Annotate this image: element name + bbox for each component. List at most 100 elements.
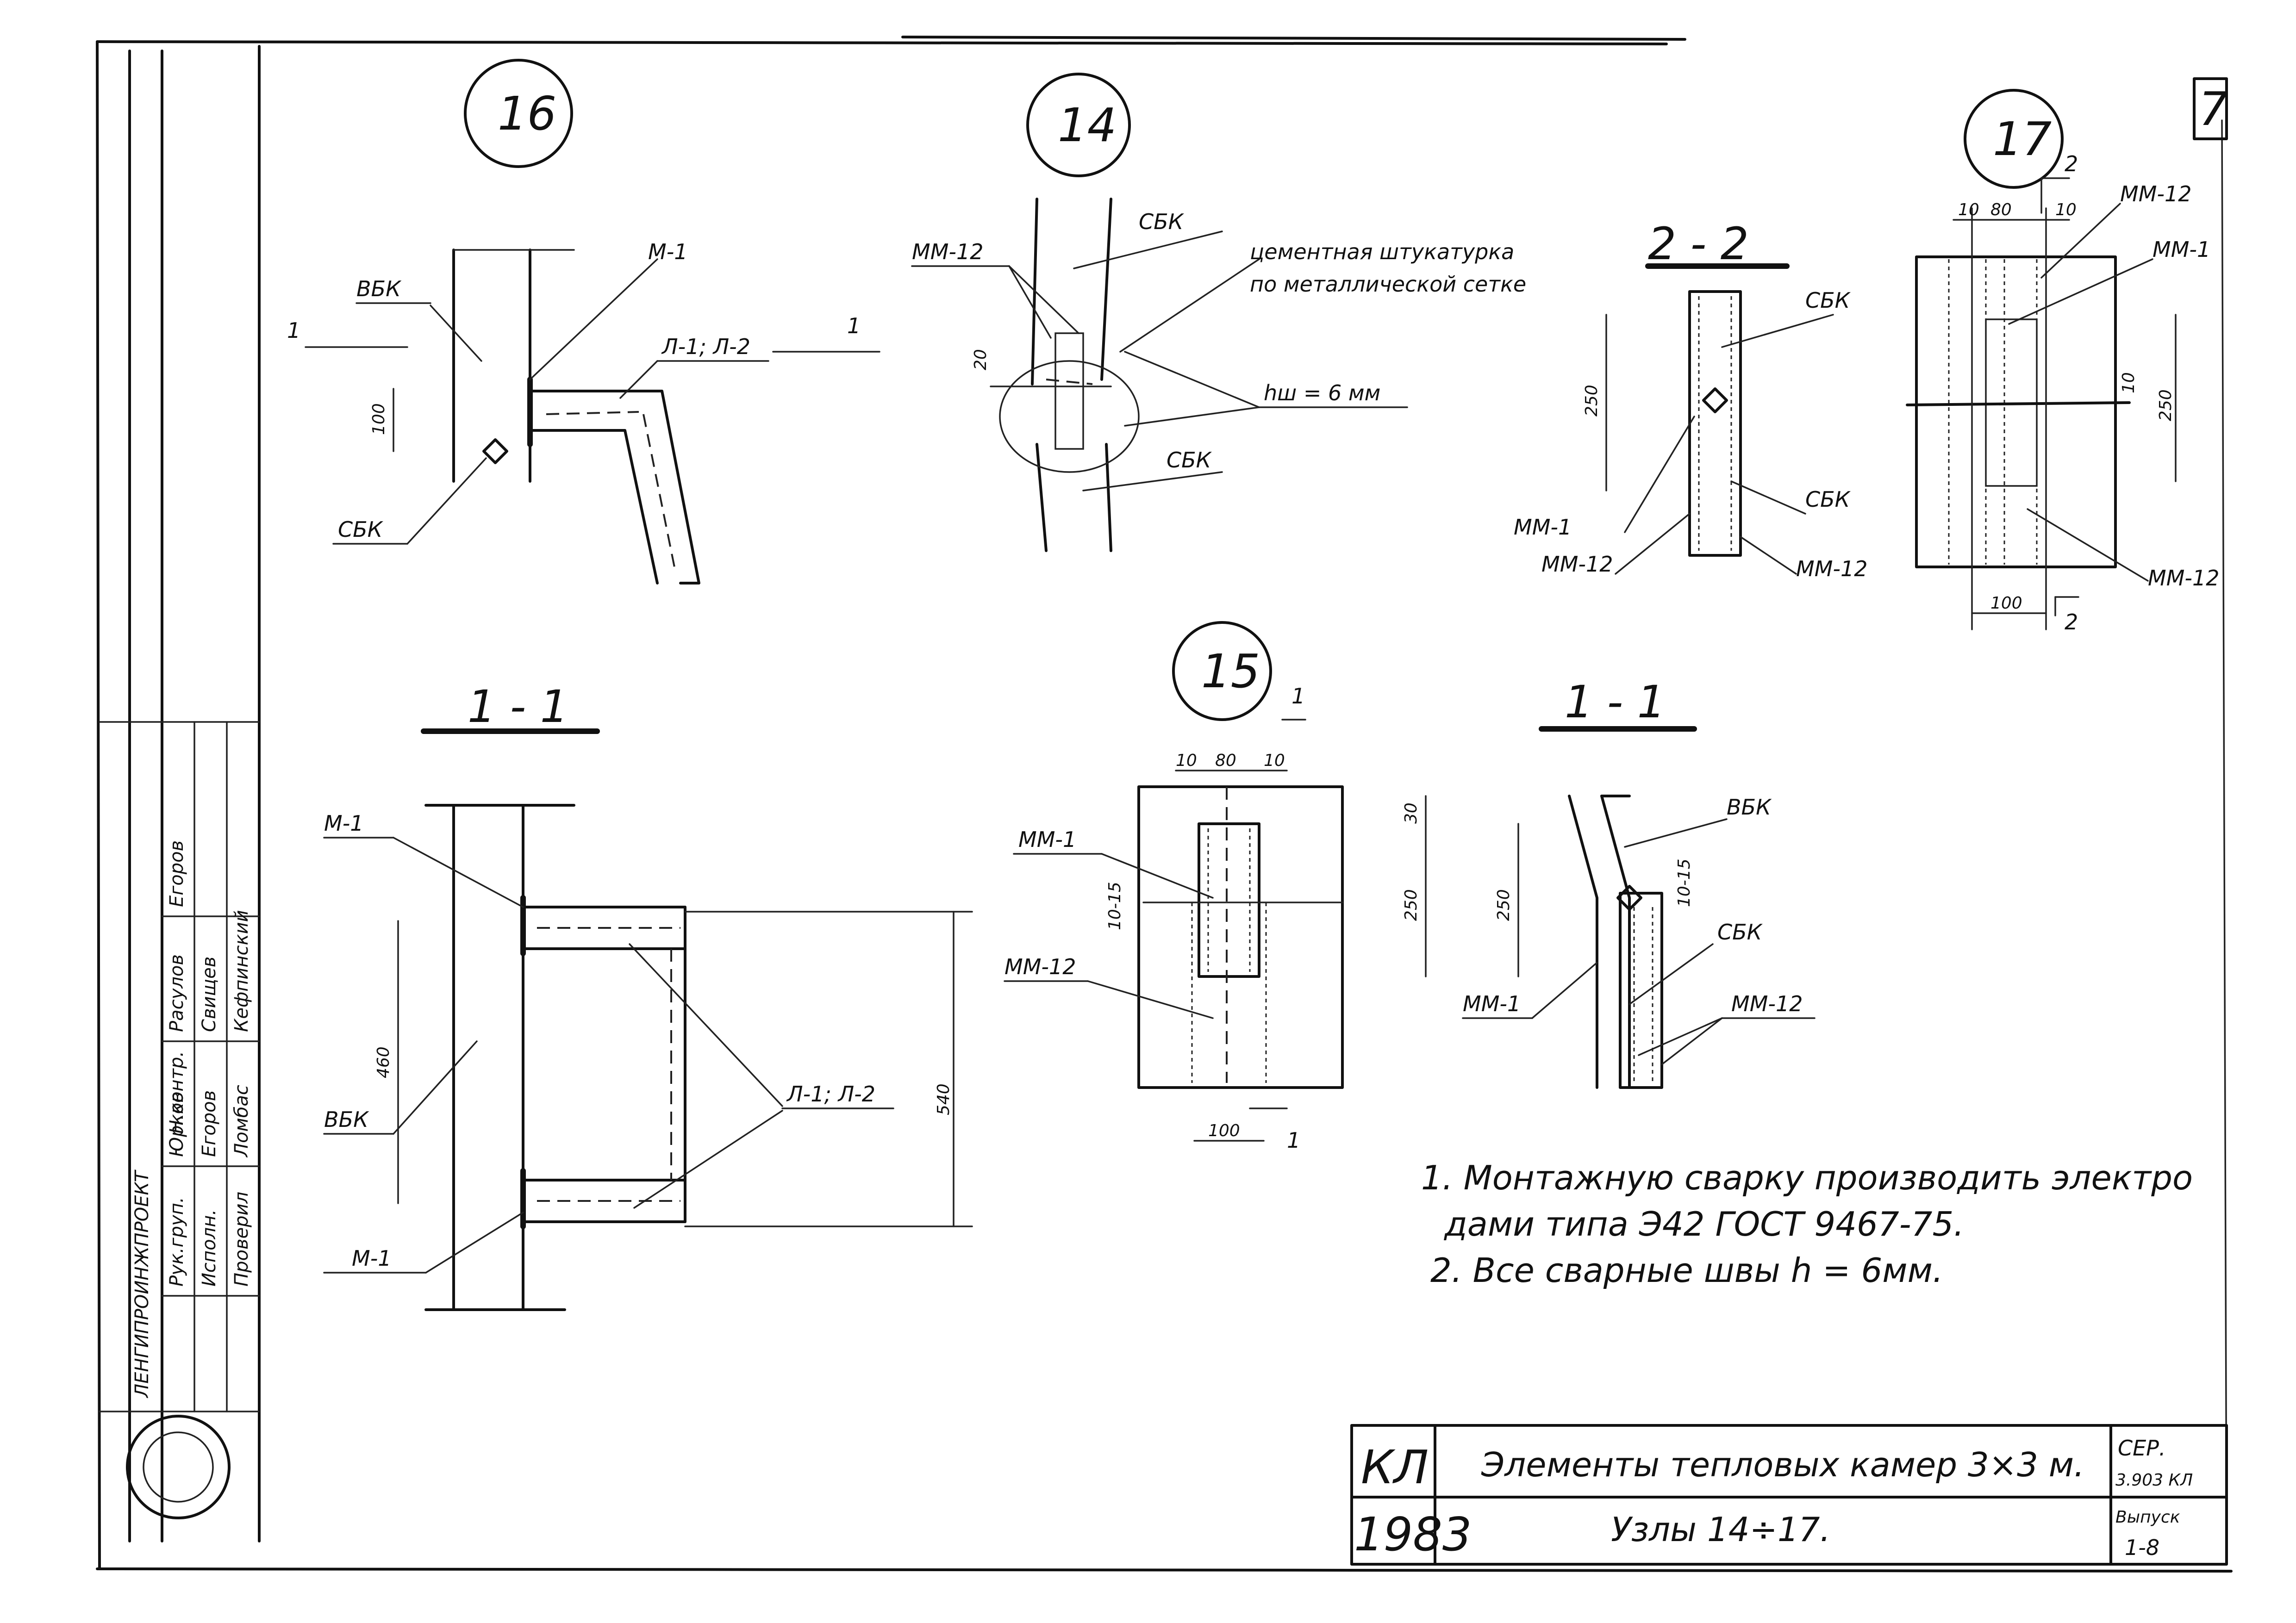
stamp-role-3: Исполн. [199,1209,220,1287]
node-15-dim-250: 250 [1402,889,1421,921]
section-1-1-left: 1 - 1 460 540 М-1 М-1 ВБК [323,681,973,1311]
node-17-number: 17 [1993,112,2052,166]
node-17-dim-80: 80 [1990,200,2012,219]
stamp-name-7: Егоров [166,840,187,907]
node-17-dim-250: 250 [1582,385,1601,417]
stamp-name-3: Ломбас [231,1085,252,1158]
node-15-dim-100: 100 [1208,1121,1240,1140]
node-17-cut-bottom: 2 [2065,609,2078,634]
section-left-label-m1b: М-1 [352,1246,392,1271]
node-17-dim-250b: 250 [2156,389,2175,421]
node-15-marker [1172,621,1272,721]
node-16-marker [464,59,573,168]
node-16-label-m1: М-1 [648,239,688,264]
page-number: 7 [2199,82,2228,136]
series-value: 3.903 КЛ [2115,1471,2193,1490]
node-17-label-sbk-1: СБК [1805,288,1851,313]
stamp-seal [126,1415,231,1519]
section-right-title: 1 - 1 [1565,676,1666,728]
node-16-cut-left: 1 [287,318,300,343]
node-17-section-title: 2 - 2 [1648,218,1749,270]
stamp-name-2: Егоров [199,1090,220,1157]
node-14-label-weld: hш = 6 мм [1264,380,1380,405]
title-code: КЛ [1361,1440,1429,1494]
node-14-marker [1026,73,1131,177]
node-16-label-vbk: ВБК [356,276,402,301]
node-16-label-sbk: СБК [338,517,384,542]
node-17-dim-10c: 10 [2119,372,2138,393]
title-block: КЛ 1983 Элементы тепловых камер 3×3 м. У… [1350,1424,2228,1566]
node-17-label-mm1: ММ-1 [1514,515,1572,540]
stamp-role-1: Н.контр. [166,1051,187,1134]
section-left-dim-460: 460 [374,1046,393,1078]
note-line-1: 1. Монтажную сварку производить электро [1421,1158,2193,1197]
node-16-number: 16 [498,87,556,141]
issue-label: Выпуск [2115,1508,2180,1527]
node-15-cut-bottom: 1 [1287,1128,1300,1153]
node-14-dim-20: 20 [971,349,990,370]
section-right-label-mm12: ММ-12 [1731,991,1803,1016]
stamp-name-6: Кефпинский [231,910,252,1032]
node-15-dim-80: 80 [1215,751,1236,770]
node-16-dim-100: 100 [369,403,388,435]
node-17-dim-10: 10 [1958,200,1979,219]
section-right-label-vbk: ВБК [1727,795,1772,820]
node-17-label-mm1b: ММ-1 [2152,237,2210,262]
section-right-label-mm1: ММ-1 [1463,991,1521,1016]
title-year: 1983 [1354,1507,1472,1561]
section-right-label-sbk: СБК [1717,920,1763,945]
node-17-dim-100: 100 [1990,594,2022,613]
section-left-dim-540: 540 [934,1083,953,1115]
node-17-label-mm12a: ММ-12 [1541,552,1613,577]
node-17-label-mm12b: ММ-12 [1796,556,1868,581]
notes: 1. Монтажную сварку производить электро … [1421,1158,2193,1290]
node-17-label-sbk-2: СБК [1805,487,1851,512]
node-16: 16 1 1 100 ВБК СБК М-1 Л-1; Л-2 [287,59,880,585]
series-label: СЕР. [2118,1436,2166,1461]
node-15-dim-10b: 10 [1264,751,1285,770]
node-17: 2 - 2 250 СБК СБК ММ-1 ММ-12 ММ-12 17 10… [1514,89,2220,634]
title-sub: Узлы 14÷17. [1611,1510,1830,1549]
node-15-dim-30: 30 [1402,802,1421,824]
left-stamp: ЛЕНГИПРОИНЖПРОЕКТ Н.контр. Рук.груп. Исп… [99,50,260,1542]
node-14-label-plaster-1: цементная штукатурка [1250,239,1514,264]
section-left-label-vbk: ВБК [324,1107,369,1132]
node-15-cut-top: 1 [1292,684,1305,709]
issue-value: 1-8 [2125,1535,2159,1560]
section-left-label-m1a: М-1 [324,811,364,836]
section-left-title: 1 - 1 [468,681,568,733]
node-14-label-plaster-2: по металлической сетке [1250,272,1526,297]
node-15: 15 10 80 10 30 250 10-15 100 1 1 ММ-1 ММ… [1004,621,1427,1153]
stamp-org: ЛЕНГИПРОИНЖПРОЕКТ [131,1169,153,1399]
node-15-label-mm1: ММ-1 [1018,827,1076,852]
stamp-name-5: Свищев [199,957,220,1032]
stamp-name-4: Расулов [166,954,187,1032]
stamp-name-1: Юрков [166,1092,187,1157]
section-right-dim-10-15: 10-15 [1675,858,1694,907]
node-17-label-mm12d: ММ-12 [2148,566,2220,591]
node-17-label-mm12c: ММ-12 [2120,181,2192,206]
stamp-role-2: Рук.груп. [166,1197,187,1287]
node-17-marker [1964,89,2064,189]
node-16-cut-right: 1 [847,313,861,338]
node-15-label-mm12: ММ-12 [1004,954,1076,979]
section-right-dim-250: 250 [1494,889,1513,921]
node-14-label-sbk-bot: СБК [1167,448,1212,473]
sheet-frame: 7 [96,36,2233,1573]
node-14-label-mm12: ММ-12 [912,239,984,264]
title-main: Элементы тепловых камер 3×3 м. [1481,1445,2084,1484]
node-14: 14 20 ММ-12 СБК СБК цементная штукатурка… [911,73,1526,552]
stamp-role-4: Проверил [231,1192,252,1287]
section-left-label-l: Л-1; Л-2 [786,1082,875,1107]
note-line-3: 2. Все сварные швы h = 6мм. [1430,1251,1943,1290]
node-17-dim-10b: 10 [2055,200,2077,219]
node-15-dim-10-15: 10-15 [1105,882,1124,930]
node-16-label-l: Л-1; Л-2 [661,334,750,359]
node-14-number: 14 [1058,98,1117,152]
node-17-cut-top: 2 [2065,151,2078,176]
node-15-dim-10a: 10 [1176,751,1197,770]
note-line-2: дами типа Э42 ГОСТ 9467-75. [1443,1205,1964,1244]
section-1-1-right: 1 - 1 250 10-15 ВБК СБК ММ-1 ММ-12 [1462,676,1816,1089]
node-14-label-sbk-top: СБК [1139,209,1185,234]
